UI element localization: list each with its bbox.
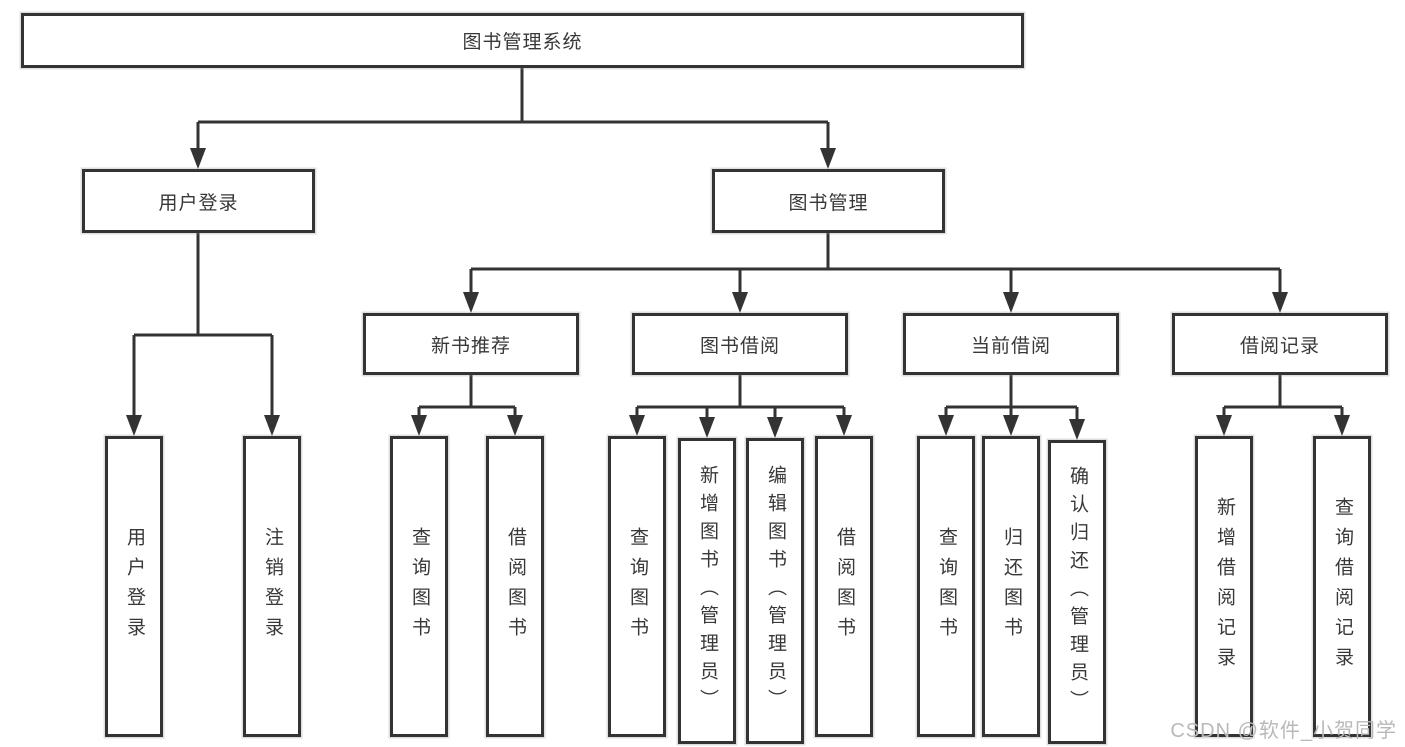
leaf-current-return-books: 归还图书 (982, 436, 1040, 737)
leaf-current-query-books: 查询图书 (917, 436, 975, 737)
leaf-borrow-borrow-books: 借阅图书 (815, 436, 873, 737)
leaf-user-login: 用户登录 (105, 436, 163, 737)
leaf-newbook-query-books: 查询图书 (390, 436, 448, 737)
node-book-management: 图书管理 (712, 169, 945, 233)
leaf-current-confirm-return-admin: 确认归还（管理员） (1048, 440, 1106, 744)
leaf-borrow-query-books: 查询图书 (608, 436, 666, 737)
leaf-borrow-add-books-admin: 新增图书（管理员） (678, 438, 736, 744)
node-book-borrow: 图书借阅 (632, 313, 848, 375)
node-borrow-records: 借阅记录 (1172, 313, 1388, 375)
node-current-borrow: 当前借阅 (903, 313, 1119, 375)
leaf-borrow-edit-books-admin: 编辑图书（管理员） (746, 438, 804, 744)
node-new-book-recommend: 新书推荐 (363, 313, 579, 375)
node-root: 图书管理系统 (21, 13, 1024, 68)
node-user-login: 用户登录 (82, 169, 315, 233)
watermark: CSDN @软件_小贺同学 (1170, 720, 1397, 742)
arrowheads (126, 148, 1350, 440)
leaf-newbook-borrow-books: 借阅图书 (486, 436, 544, 737)
leaf-records-add-record: 新增借阅记录 (1195, 436, 1253, 737)
leaf-records-query-record: 查询借阅记录 (1313, 436, 1371, 737)
leaf-logout: 注销登录 (243, 436, 301, 737)
